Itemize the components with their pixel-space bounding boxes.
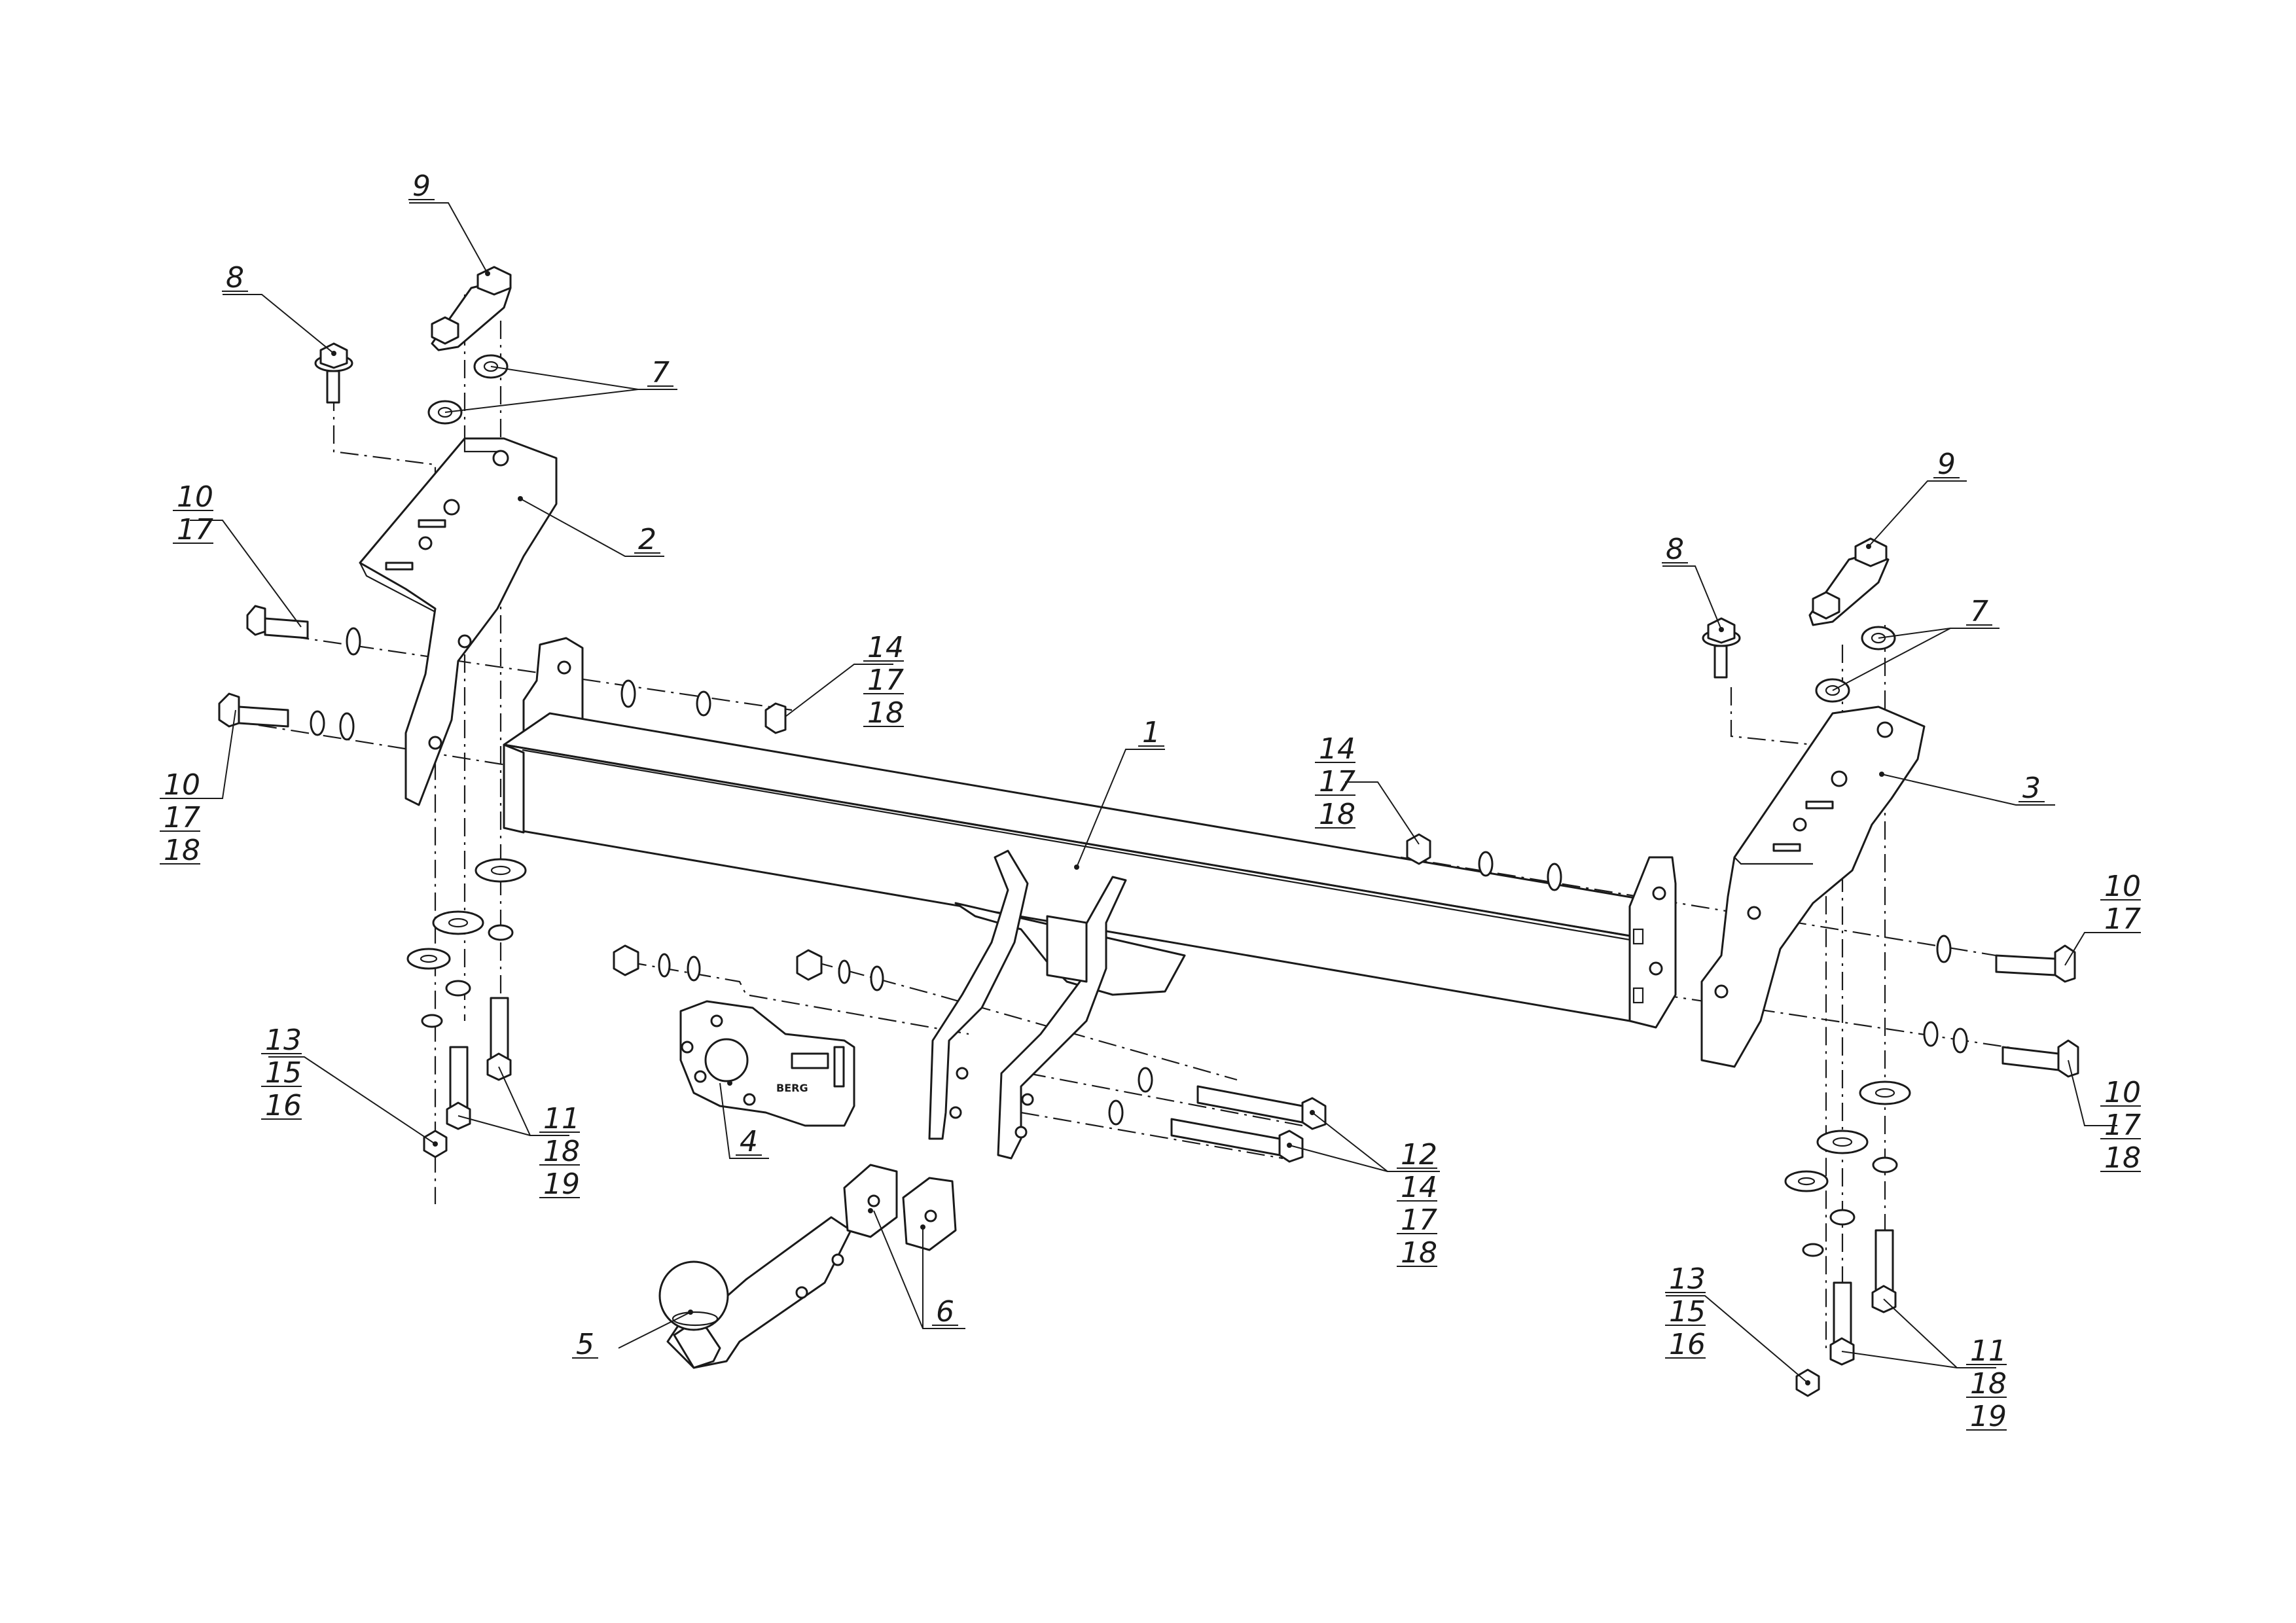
callout-leaders — [190, 202, 2117, 1383]
plate-fasteners — [613, 944, 1327, 1163]
callout-number: 13 — [1669, 1262, 1706, 1296]
callout-number: 16 — [1669, 1328, 1706, 1361]
callout-number: 7 — [1970, 595, 1988, 628]
callout-number: 18 — [164, 834, 200, 867]
callout-number: 10 — [164, 768, 200, 802]
callout-number: 18 — [1319, 798, 1355, 831]
callout-number: 18 — [543, 1135, 580, 1168]
callout-number: 1 — [1142, 716, 1160, 749]
callout-number: 17 — [1401, 1204, 1437, 1237]
callout-6-label: 6 — [932, 1295, 958, 1329]
callout-4-label: 4 — [736, 1125, 762, 1158]
callout-number: 7 — [651, 356, 670, 389]
callout-number: 17 — [2104, 902, 2141, 936]
callout-9-right-label: 9 — [1933, 448, 1960, 481]
callout-number: 15 — [1669, 1295, 1706, 1329]
left-bracket — [359, 437, 558, 806]
callout-number: 8 — [226, 261, 244, 294]
callout-number: 14 — [867, 631, 904, 664]
plate-logo-text: BERG — [776, 1082, 808, 1094]
callout-number: 15 — [265, 1056, 302, 1090]
callout-number: 11 — [543, 1102, 580, 1135]
right-fasteners — [1406, 537, 2079, 1397]
callout-number: 10 — [2104, 870, 2141, 903]
callout-7-right-label: 7 — [1966, 595, 1992, 628]
callout-number: 14 — [1319, 732, 1355, 766]
callout-number: 18 — [1970, 1367, 2007, 1400]
right-bracket — [1700, 705, 1926, 1068]
callout-8-left-label: 8 — [222, 261, 248, 294]
left-bottom-fasteners — [406, 858, 527, 1158]
callout-number: 11 — [1970, 1334, 2007, 1368]
callout-number: 10 — [2104, 1076, 2141, 1109]
callout-9-left-label: 9 — [408, 169, 435, 203]
callout-1-label: 1 — [1138, 716, 1164, 749]
callout-number: 18 — [867, 696, 904, 730]
callout-2-label: 2 — [634, 523, 660, 556]
callout-number: 17 — [867, 664, 904, 697]
callout-number: 14 — [1401, 1171, 1437, 1204]
callout-7-left-label: 7 — [647, 356, 673, 389]
callout-number: 8 — [1666, 533, 1684, 566]
callout-number: 17 — [2104, 1109, 2141, 1142]
callout-number: 10 — [177, 480, 213, 514]
callout-5-label: 5 — [572, 1328, 598, 1361]
callout-number: 4 — [740, 1125, 758, 1158]
callout-number: 18 — [2104, 1141, 2141, 1175]
tow-ball — [658, 1216, 852, 1369]
callout-number: 6 — [936, 1295, 954, 1329]
callout-number: 19 — [1970, 1400, 2007, 1433]
callout-number: 12 — [1401, 1138, 1437, 1171]
callout-3-label: 3 — [2018, 772, 2045, 805]
callout-number: 17 — [177, 513, 213, 546]
callout-number: 16 — [265, 1089, 302, 1122]
callout-number: 19 — [543, 1168, 580, 1201]
callout-number: 18 — [1401, 1236, 1437, 1270]
cross-beam — [503, 637, 1677, 1160]
spacer-plates — [843, 1164, 957, 1251]
callout-number: 5 — [576, 1328, 594, 1361]
callout-number: 13 — [265, 1024, 302, 1057]
callout-number: 9 — [1937, 448, 1956, 481]
callout-number: 3 — [2022, 772, 2041, 805]
callout-number: 17 — [164, 801, 200, 834]
callout-8-right-label: 8 — [1662, 533, 1688, 566]
callout-number: 9 — [412, 169, 431, 203]
socket-plate: BERG — [679, 1000, 855, 1127]
callout-number: 17 — [1319, 765, 1355, 798]
callout-number: 2 — [638, 523, 656, 556]
